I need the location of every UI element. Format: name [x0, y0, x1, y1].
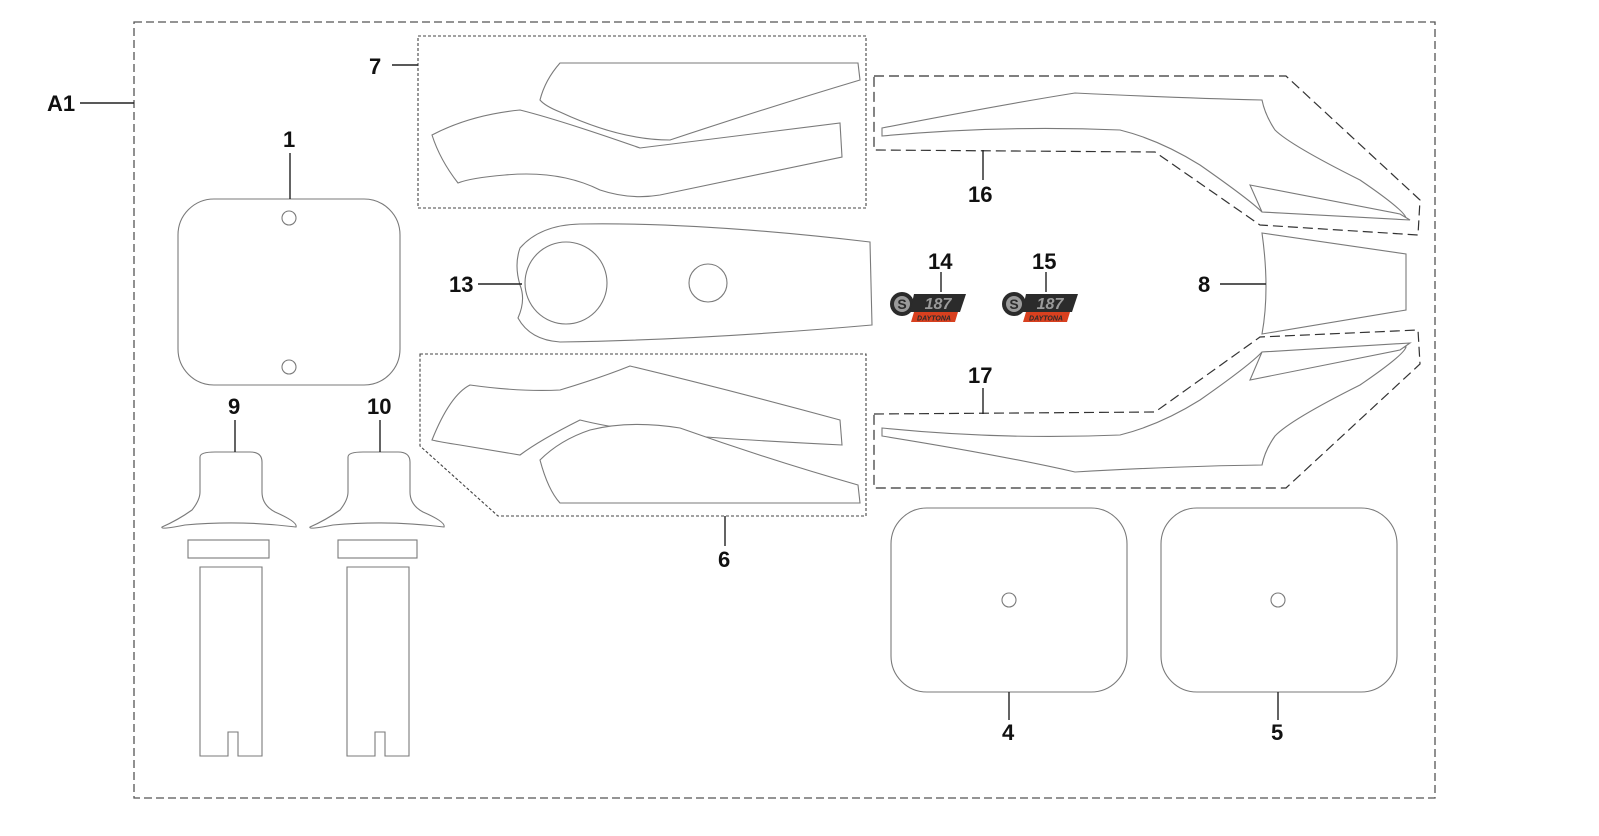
part-14-logo-badge: [888, 290, 968, 323]
callout-7: 7: [369, 54, 381, 79]
callout-6: 6: [718, 547, 730, 572]
part-15-logo-badge: [1000, 290, 1080, 323]
callout-1: 1: [283, 127, 295, 152]
callout-17: 17: [968, 363, 992, 388]
part-10-grip: [309, 451, 445, 757]
callout-8: 8: [1198, 272, 1210, 297]
callout-5: 5: [1271, 720, 1283, 745]
part-9-grip: [161, 451, 297, 757]
part-13-tank-pad: [516, 223, 873, 343]
part-8-rear-decal: [1261, 232, 1407, 335]
callout-4: 4: [1002, 720, 1015, 745]
callout-15: 15: [1032, 249, 1056, 274]
kit-frame-a1: [133, 21, 1436, 799]
group-6-box: [419, 353, 867, 517]
part-4-plate: [890, 507, 1128, 693]
callout-13: 13: [449, 272, 473, 297]
callout-a1: A1: [47, 91, 75, 116]
part-5-plate: [1160, 507, 1398, 693]
group-16-box: [873, 75, 1421, 236]
callout-9: 9: [228, 394, 240, 419]
callout-10: 10: [367, 394, 391, 419]
part-1-plate: [177, 198, 401, 386]
group-17-box: [873, 329, 1421, 489]
callout-16: 16: [968, 182, 992, 207]
callout-14: 14: [928, 249, 953, 274]
